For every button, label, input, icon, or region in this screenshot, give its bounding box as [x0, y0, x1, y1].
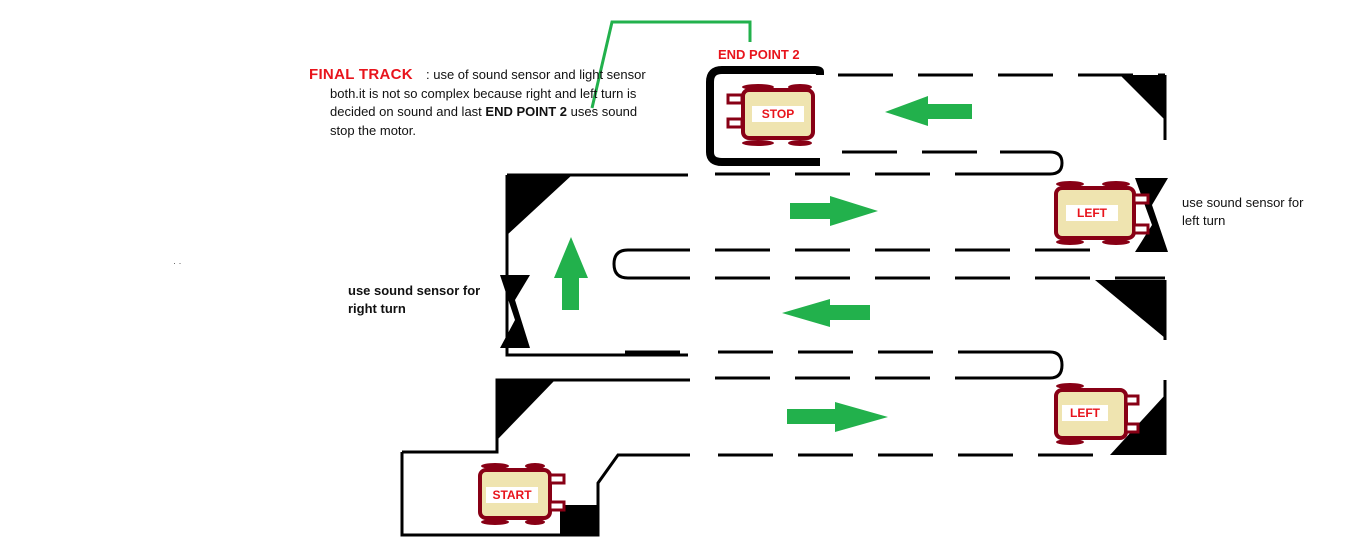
right-turn-note-line-2: right turn: [348, 301, 406, 316]
start-label: START: [486, 487, 538, 503]
final-track-heading: FINAL TRACK: [309, 66, 413, 83]
left-label-upper: LEFT: [1066, 205, 1118, 221]
description-text: : use of sound sensor and light sensor b…: [330, 66, 690, 140]
lane-dashes: [625, 73, 1165, 457]
description-line-2: both.it is not so complex because right …: [330, 85, 637, 101]
end-point-2-label: END POINT 2: [718, 47, 800, 62]
description-line-3-start: decided on sound and last: [330, 104, 486, 119]
stop-label: STOP: [752, 106, 804, 122]
arrow-right-icon: [790, 196, 878, 226]
left-turn-note-line-2: left turn: [1182, 213, 1226, 228]
car-stop: [726, 84, 815, 146]
arrow-left-icon: [885, 96, 972, 126]
description-line-4: stop the motor.: [330, 122, 416, 138]
description-line-3-end: uses sound: [567, 104, 638, 119]
arrow-right-icon: [787, 402, 888, 432]
car-start: [478, 463, 566, 525]
left-label-lower: LEFT: [1062, 405, 1108, 421]
arrow-up-icon: [554, 237, 588, 310]
stray-marks: · ·: [173, 258, 182, 268]
right-turn-note: use sound sensor for right turn: [348, 282, 480, 318]
arrow-left-icon: [782, 299, 870, 327]
description-end-point: END POINT 2: [485, 104, 568, 119]
right-turn-note-line-1: use sound sensor for: [348, 283, 481, 298]
left-turn-note-line-1: use sound sensor for: [1182, 195, 1304, 210]
end-point-pointer: [590, 20, 752, 109]
description-line-1: : use of sound sensor and light sensor: [426, 67, 646, 82]
left-turn-note: use sound sensor for left turn: [1182, 194, 1303, 230]
direction-arrows: [554, 96, 972, 432]
description-line-3: decided on sound and last END POINT 2 us…: [330, 103, 690, 122]
